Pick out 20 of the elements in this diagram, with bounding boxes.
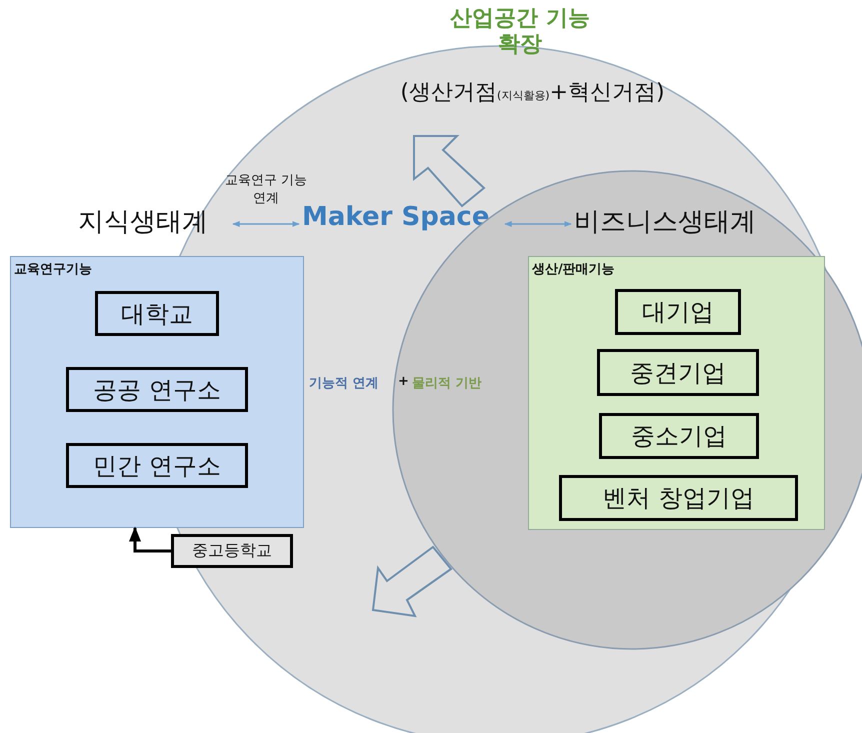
heading: 산업공간 기능 확장 [449, 6, 591, 59]
label-box: 중소기업 [599, 413, 759, 459]
link-label: 기능적 연계 [309, 375, 379, 392]
arrow [129, 526, 171, 552]
label-box: 대기업 [615, 289, 741, 335]
arrow [232, 221, 300, 227]
label-box: 중견기업 [597, 349, 759, 396]
link-label: 물리적 기반 [412, 375, 482, 392]
group-panel [528, 256, 825, 530]
panel-heading: 생산/판매기능 [532, 261, 615, 278]
ecosystem-label: 지식생태계 [78, 206, 208, 239]
label-box: 벤처 창업기업 [559, 475, 798, 521]
arrow [504, 221, 572, 227]
plus-sign: + [398, 374, 409, 389]
label-box: 민간 연구소 [66, 443, 248, 488]
panel-heading: 교육연구기능 [14, 261, 92, 278]
label-box: 공공 연구소 [66, 367, 248, 412]
label-box: 대학교 [95, 291, 219, 336]
group-panel [10, 256, 304, 528]
ecosystem-label: 비즈니스생태계 [574, 206, 756, 239]
